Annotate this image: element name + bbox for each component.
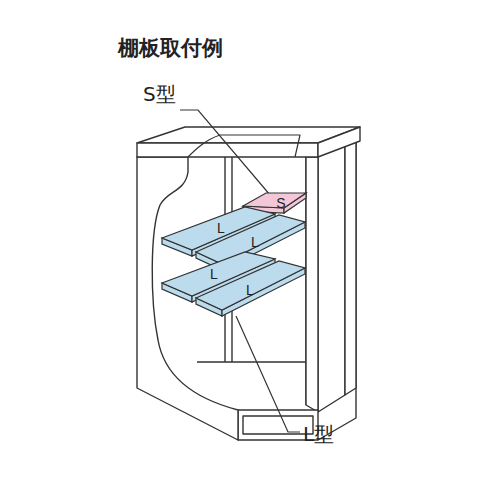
- leader-line: [180, 110, 276, 202]
- shelf-top: [196, 261, 305, 310]
- shelf-type-letter: S: [276, 196, 285, 210]
- front-right-post: [306, 157, 318, 412]
- shelf-board: L: [196, 261, 305, 316]
- shelf-type-letter: L: [217, 221, 225, 235]
- part-label: L型: [303, 424, 334, 444]
- top-side-edge: [318, 127, 360, 157]
- diagram-title: 棚板取付例: [118, 38, 223, 59]
- shelf-top: [243, 193, 306, 208]
- part-label: S型: [143, 84, 176, 104]
- shelf-type-letter: L: [246, 283, 254, 297]
- right-post: [345, 130, 356, 395]
- leader-line: [236, 316, 300, 432]
- shelf-type-letter: L: [251, 235, 259, 249]
- base-rail-inner: [243, 416, 313, 434]
- shelf-type-letter: L: [210, 267, 218, 281]
- frame-post: [306, 130, 356, 412]
- top-cutaway: [188, 135, 300, 157]
